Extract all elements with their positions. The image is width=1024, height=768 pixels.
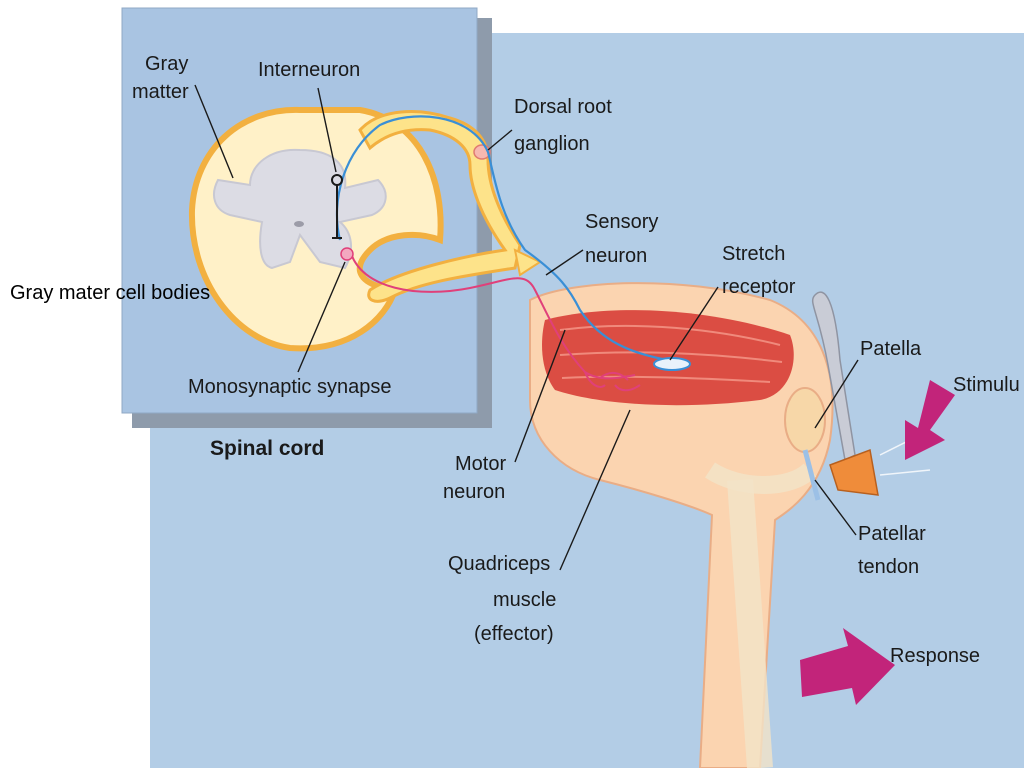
motor-end-plates [584,371,641,392]
leader-lines [194,84,859,571]
stimulus-arrow [905,380,955,460]
label-dorsal-root-1: Dorsal root [514,96,612,118]
stretch-receptor-shape [653,357,691,371]
motor-neuron [349,249,636,380]
label-stretch-2: receptor [722,276,796,298]
patellar-tendon-shape [802,449,821,501]
label-quadriceps-3: (effector) [474,623,554,645]
reflex-hammer [811,291,931,496]
synapse-shape [340,247,354,261]
label-quadriceps-1: Quadriceps [448,553,550,575]
label-stretch-1: Stretch [722,243,785,265]
label-interneuron: Interneuron [258,59,360,81]
label-sensory-1: Sensory [585,211,658,233]
label-dorsal-root-2: ganglion [514,133,590,155]
label-spinal-cord: Spinal cord [210,437,324,460]
label-response: Response [890,645,980,667]
label-patella: Patella [860,338,922,360]
patella-shape [784,387,826,453]
label-motor-2: neuron [443,481,505,503]
label-sensory-2: neuron [585,245,647,267]
gray-mater-cell-bodies-caption: Gray mater cell bodies [10,282,211,304]
nerve-roots [358,110,543,303]
response-arrow [800,628,895,705]
label-patellar-2: tendon [858,556,919,578]
label-patellar-1: Patellar [858,523,926,545]
label-monosynaptic-synapse: Monosynaptic synapse [188,376,391,398]
label-quadriceps-2: muscle [493,589,556,611]
label-gray-matter-2: matter [132,81,189,103]
label-motor-1: Motor [455,453,506,475]
label-gray-matter-1: Gray [145,53,188,75]
sensory-neuron [335,115,681,364]
label-stimulus: Stimulu [953,374,1020,396]
leg [529,282,834,768]
